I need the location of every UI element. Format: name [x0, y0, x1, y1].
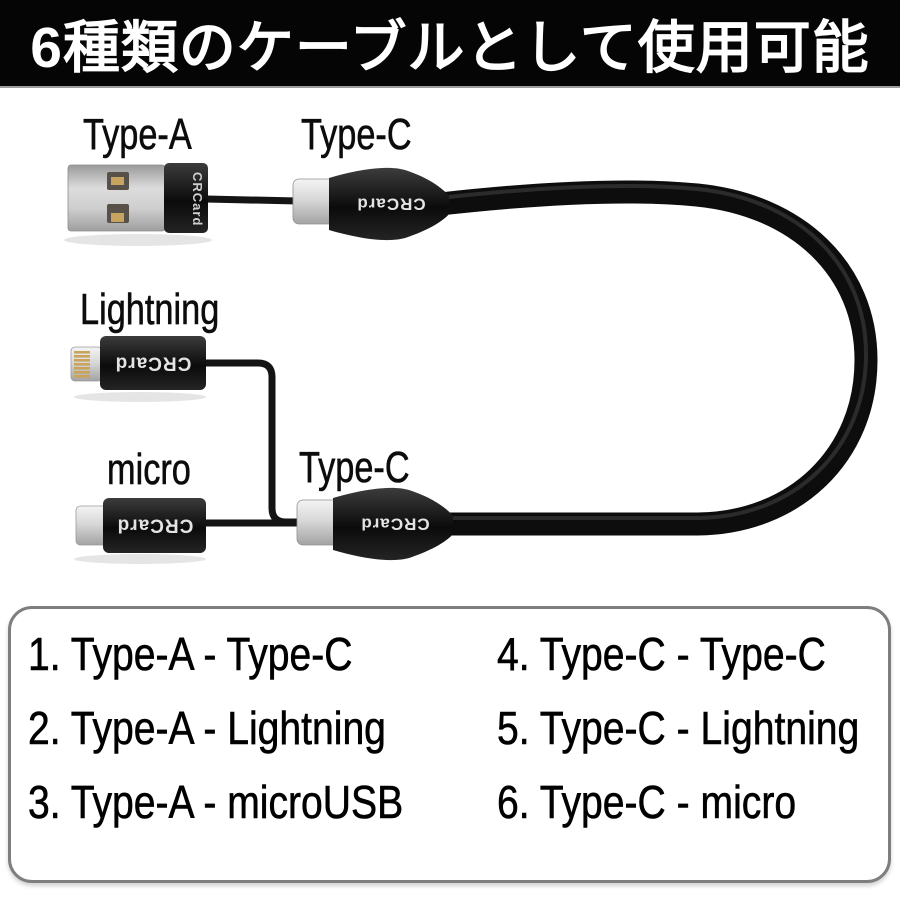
cable-highlight	[438, 183, 869, 520]
lightning-adapter: CRCard	[70, 336, 206, 402]
adapter-link-cable-top	[202, 195, 302, 205]
micro-adapter-body	[103, 498, 206, 553]
lightning-shadow	[74, 392, 206, 402]
usb-a-contact-pin-1	[111, 177, 124, 185]
usb-a-shadow	[64, 234, 212, 246]
brand-text-type-c-top: CRCard	[356, 195, 425, 214]
list-item: 6. Type-C - micro	[497, 776, 797, 829]
micro-adapter: CRCard	[74, 498, 206, 564]
brand-text-lightning: CRCard	[115, 353, 192, 374]
lightning-tip	[70, 346, 103, 382]
type-c-body-bottom	[333, 487, 453, 561]
usb-cable	[428, 180, 878, 536]
banner: 6種類のケーブルとして使用可能	[0, 0, 900, 88]
usb-a-contact-pin-2	[111, 213, 124, 222]
banner-title: 6種類のケーブルとして使用可能	[30, 16, 870, 80]
label-lightning: Lightning	[80, 285, 220, 334]
usb-a-adapter: CRCard	[64, 163, 212, 246]
type-c-plug-top: CRCard	[292, 167, 449, 241]
combination-list-left-column: 1. Type-A - Type-C 2. Type-A - Lightning…	[28, 617, 469, 839]
lightning-adapter-body	[100, 336, 206, 390]
combination-list: 1. Type-A - Type-C 2. Type-A - Lightning…	[8, 606, 891, 883]
type-c-plug-bottom: CRCard	[296, 487, 453, 561]
list-item: 5. Type-C - Lightning	[497, 702, 860, 755]
lightning-pins	[74, 351, 90, 378]
list-item: 1. Type-A - Type-C	[28, 628, 353, 681]
brand-text-type-c-bottom: CRCard	[360, 515, 429, 534]
brand-text-usb-a: CRCard	[190, 172, 205, 226]
usb-a-contact-window-1	[107, 172, 129, 190]
label-type-c-bottom: Type-C	[299, 443, 410, 492]
type-c-tip-bottom	[296, 499, 340, 546]
label-micro: micro	[107, 445, 191, 494]
usb-a-contact-window-2	[107, 204, 129, 223]
type-c-tip-top	[292, 178, 336, 225]
usb-a-metal-shell	[67, 164, 166, 232]
list-item: 2. Type-A - Lightning	[28, 702, 386, 755]
usb-a-cap	[164, 163, 208, 233]
micro-tip	[75, 505, 106, 546]
label-type-a: Type-A	[83, 110, 192, 159]
brand-text-micro: CRCard	[117, 515, 194, 536]
list-item: 4. Type-C - Type-C	[497, 628, 826, 681]
label-type-c-top: Type-C	[301, 110, 412, 159]
combination-list-right-column: 4. Type-C - Type-C 5. Type-C - Lightning…	[497, 617, 900, 839]
micro-shadow	[74, 554, 206, 564]
list-item: 3. Type-A - microUSB	[28, 776, 404, 829]
type-c-body-top	[329, 167, 449, 241]
adapter-link-cable-lightning	[200, 359, 306, 526]
